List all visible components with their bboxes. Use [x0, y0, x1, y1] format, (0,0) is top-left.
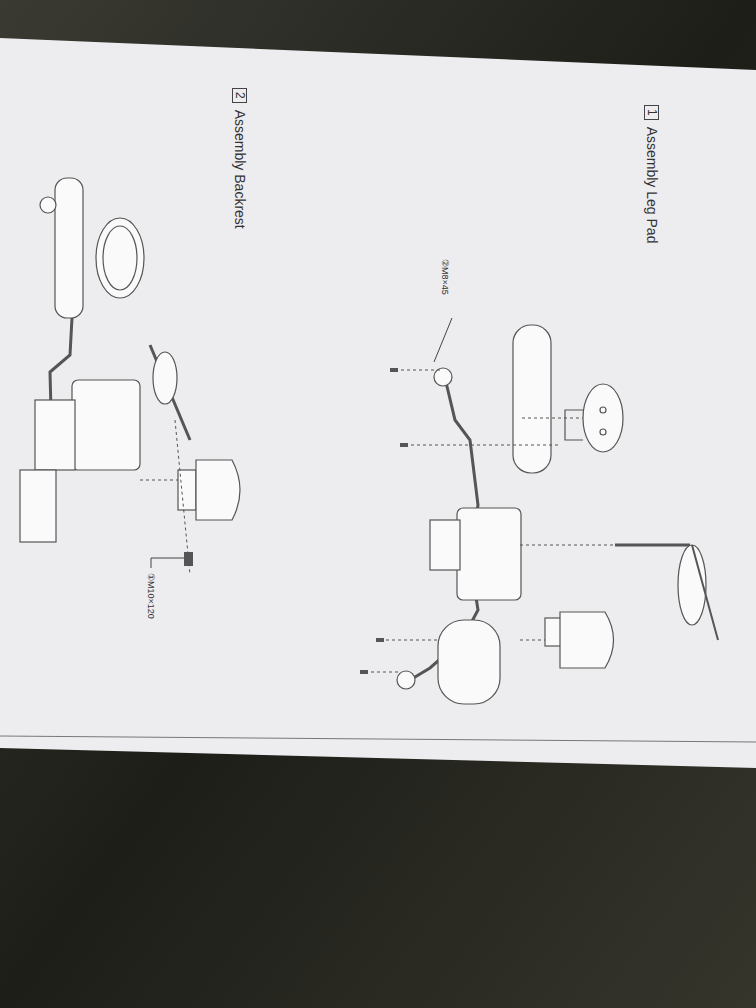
instruction-sheet: 1Assembly Leg Pad 2Assembly Backrest ②M8×4…	[0, 45, 740, 745]
backrest-pad	[55, 178, 83, 318]
step-title: Assembly Backrest	[232, 110, 248, 229]
assembly-lines	[365, 370, 615, 672]
assembly-lines	[140, 420, 190, 575]
leader-line	[434, 318, 452, 362]
step-heading: 2Assembly Backrest	[232, 88, 248, 229]
backrest-figure	[20, 178, 240, 542]
step-heading: 1Assembly Leg Pad	[644, 105, 660, 243]
lower-pad	[438, 620, 500, 704]
part-label: ①M10×120	[145, 572, 156, 620]
roller-pad	[560, 612, 614, 668]
leg-pad-figure	[397, 325, 718, 704]
foot-disc	[583, 384, 623, 452]
border-line	[0, 736, 756, 742]
wheel	[153, 352, 177, 404]
leg-pad	[513, 325, 551, 473]
foot-base	[20, 470, 56, 542]
part-label: ②M8×45	[439, 258, 450, 296]
roller-pad	[196, 460, 240, 520]
ring-pad	[96, 218, 144, 298]
bolts	[360, 368, 408, 674]
step-number: 2	[233, 88, 248, 103]
step-number: 1	[645, 105, 660, 120]
leader-line	[151, 558, 186, 568]
paper-sheet	[0, 38, 756, 768]
seat-pad	[457, 508, 521, 600]
bolt	[184, 552, 193, 566]
wheel	[678, 545, 706, 625]
step-title: Assembly Leg Pad	[644, 127, 660, 244]
seat-pad	[72, 380, 140, 470]
